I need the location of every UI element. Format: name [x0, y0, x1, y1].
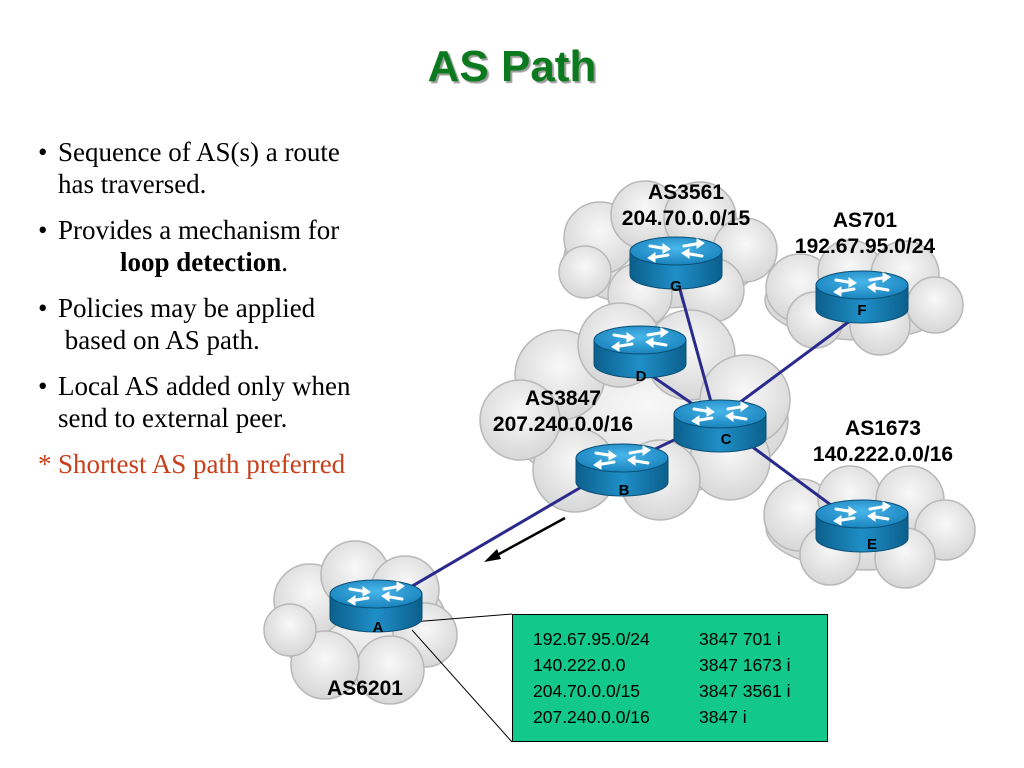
bullet-text: Provides a mechanism for	[58, 215, 340, 245]
callout-line	[411, 629, 513, 743]
route-as-path: 3847 3561 i	[699, 681, 791, 701]
bullet-text: Sequence of AS(s) a route	[58, 137, 340, 167]
link-g-c	[674, 274, 718, 421]
bullet-item: • Local AS added only when send to exter…	[38, 370, 468, 434]
bullet-text: Shortest AS path preferred	[58, 449, 346, 479]
bullet-list: • Sequence of AS(s) a route has traverse…	[38, 136, 468, 494]
router-label-g: G	[670, 278, 682, 295]
router-label-f: F	[857, 302, 866, 319]
bullet-text: based on AS path.	[58, 325, 260, 355]
link-b-a	[379, 470, 608, 607]
page-title: AS Path	[427, 42, 597, 91]
route-as-path: 3847 701 i	[699, 629, 781, 649]
arrow-head	[484, 549, 501, 562]
as-label-as6201: AS6201	[310, 676, 420, 702]
as-label-as3847: AS3847 207.240.0.0/16	[466, 386, 660, 438]
route-as-path: 3847 1673 i	[699, 655, 791, 675]
bullet-text: Policies may be applied	[58, 293, 316, 323]
bullet-text: send to external peer.	[58, 403, 288, 433]
bgp-route-table: 192.67.95.0/24 3847 701 i 140.222.0.0 38…	[512, 614, 828, 742]
bullet-marker: •	[38, 371, 48, 401]
router-label-c: C	[721, 431, 732, 448]
bullet-marker: •	[38, 215, 48, 245]
as-prefix: 192.67.95.0/24	[794, 235, 936, 258]
router-label-a: A	[373, 619, 384, 636]
as-prefix: 204.70.0.0/15	[621, 207, 751, 230]
bullet-text: loop detection.	[58, 246, 468, 278]
bullet-marker: •	[38, 293, 48, 323]
bullet-marker: •	[38, 137, 48, 167]
bullet-item: • Sequence of AS(s) a route has traverse…	[38, 136, 468, 200]
router-label-b: B	[619, 482, 630, 499]
as-prefix: 207.240.0.0/16	[492, 413, 634, 436]
router-label-d: D	[636, 368, 647, 385]
router-icon	[814, 498, 910, 554]
bullet-item: • Provides a mechanism for loop detectio…	[38, 214, 468, 278]
as-prefix: 140.222.0.0/16	[812, 443, 954, 466]
route-as-path: 3847 i	[699, 707, 747, 727]
router-label-e: E	[867, 536, 877, 553]
as-number: AS3561	[648, 181, 724, 204]
callout-line	[411, 613, 513, 623]
bullet-suffix: .	[281, 247, 288, 277]
bullet-item: • Policies may be applied based on AS pa…	[38, 292, 468, 356]
as-number: AS701	[832, 209, 898, 232]
bullet-marker: *	[38, 449, 52, 479]
as-number: AS1673	[845, 417, 921, 440]
as-label-as1673: AS1673 140.222.0.0/16	[786, 416, 980, 468]
bold-term: loop detection	[120, 247, 282, 277]
as-number: AS6201	[327, 677, 403, 700]
route-network: 192.67.95.0/24	[533, 629, 650, 649]
bullet-item: * Shortest AS path preferred	[38, 448, 468, 480]
advertisement-arrow	[487, 516, 566, 562]
bullet-text: has traversed.	[58, 169, 207, 199]
route-network: 140.222.0.0	[533, 655, 626, 675]
route-network: 207.240.0.0/16	[533, 707, 650, 727]
route-network: 204.70.0.0/15	[533, 681, 641, 701]
as-number: AS3847	[525, 387, 601, 410]
bullet-text: Local AS added only when	[58, 371, 351, 401]
as-label-as701: AS701 192.67.95.0/24	[770, 208, 960, 260]
as-label-as3561: AS3561 204.70.0.0/15	[598, 180, 774, 232]
